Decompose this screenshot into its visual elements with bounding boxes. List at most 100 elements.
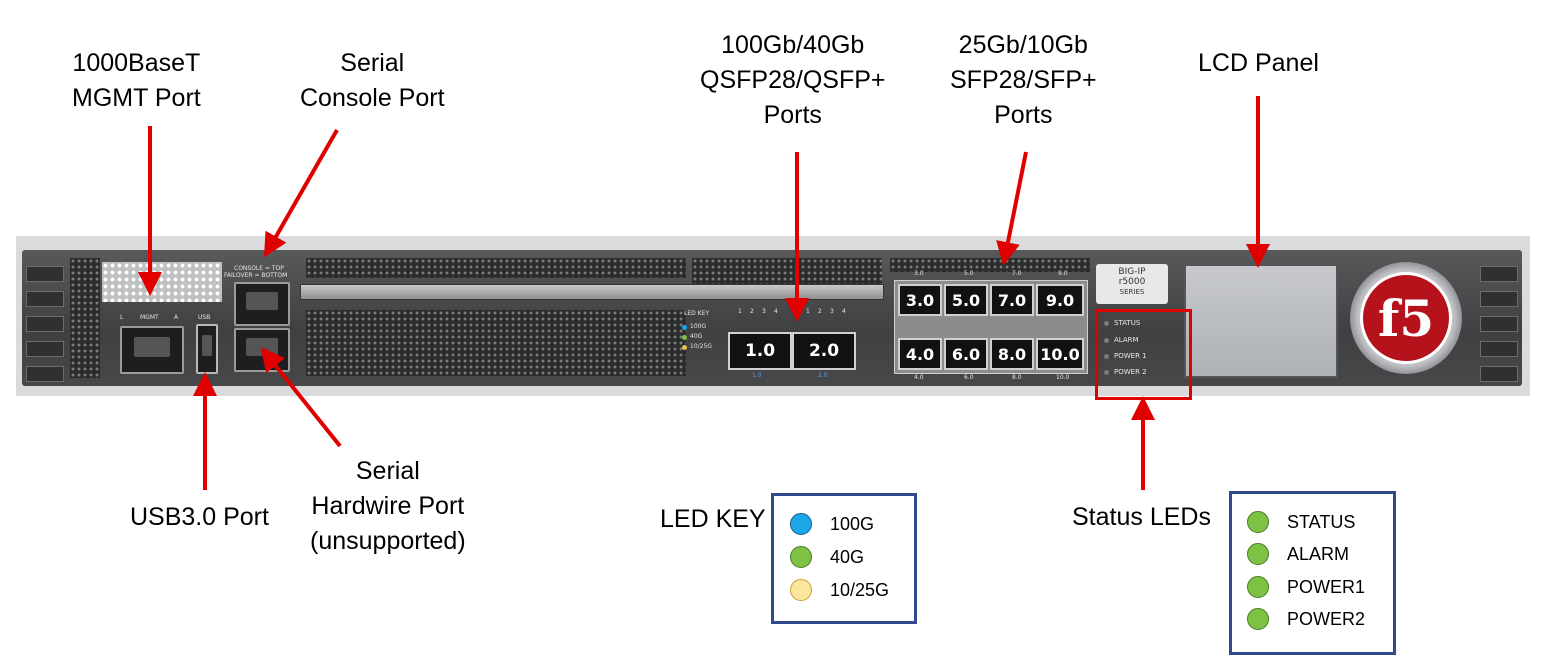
vent-grille	[306, 258, 686, 278]
callout-line: (unsupported)	[310, 527, 466, 555]
status-led-dot	[1247, 511, 1269, 533]
sfp-bottom-scale: 10.0	[1056, 374, 1070, 381]
led-1025g-dot	[790, 579, 812, 601]
mgmt-port[interactable]	[120, 326, 184, 374]
sfp-port-5[interactable]: 5.0	[944, 284, 988, 316]
sfp-port-8[interactable]: 8.0	[990, 338, 1034, 370]
callout-line: Console Port	[300, 84, 445, 112]
led-40g-dot	[790, 546, 812, 568]
front-panel: L MGMT A USB CONSOLE = TOP FAILOVER = BO…	[22, 250, 1522, 386]
f5-logo-text: f5	[1360, 272, 1452, 364]
led-key-label: 10/25G	[830, 579, 890, 600]
mgmt-l-label: L	[120, 314, 124, 321]
led-key-callout: LED KEY	[660, 505, 766, 533]
status-row: STATUS	[1247, 511, 1355, 533]
sfp-port-9[interactable]: 9.0	[1036, 284, 1084, 316]
callout-line: MGMT Port	[72, 84, 201, 112]
hardwire-port-callout: Serial Hardwire Port (unsupported)	[310, 454, 466, 559]
console-label: CONSOLE = TOP	[234, 265, 284, 272]
sfp-top-scale: 5.0	[964, 270, 974, 277]
callout-line: Serial	[340, 49, 405, 77]
qsfp-port-1[interactable]: 1.0	[728, 332, 792, 370]
callout-line: SFP28/SFP+	[950, 66, 1097, 94]
badge-line: SERIES	[1119, 288, 1145, 296]
sfp-bottom-scale: 6.0	[964, 374, 974, 381]
sfp-top-scale: 7.0	[1012, 270, 1022, 277]
vent-grille	[70, 258, 100, 378]
sfp-top-scale: 3.0	[914, 270, 924, 277]
qsfp-bottom-label: 1.0	[752, 372, 762, 379]
sfp-port-4[interactable]: 4.0	[898, 338, 942, 370]
device-alarm-label: ALARM	[1114, 336, 1139, 344]
usb-port-callout: USB3.0 Port	[130, 500, 269, 535]
qsfp-lane-number: 3	[762, 308, 766, 315]
device-status-label: STATUS	[1114, 319, 1141, 327]
sfp-ports-callout: 25Gb/10Gb SFP28/SFP+ Ports	[950, 28, 1097, 133]
left-rack-ear	[26, 266, 64, 386]
led-key-row-1025g: 10/25G	[790, 579, 889, 601]
callout-line: 25Gb/10Gb	[958, 31, 1088, 59]
console-port[interactable]	[234, 282, 290, 326]
device-power1-led	[1104, 354, 1109, 359]
console-port-callout: Serial Console Port	[300, 46, 445, 116]
right-rack-ear	[1480, 266, 1518, 386]
device-led-key-title: LED KEY	[684, 310, 710, 317]
qsfp-lane-number: 2	[818, 308, 822, 315]
model-badge: BIG-IP r5000 SERIES	[1096, 264, 1168, 304]
status-led-label: ALARM	[1287, 543, 1350, 564]
callout-line: USB3.0 Port	[130, 503, 269, 531]
status-led-label: POWER2	[1287, 608, 1366, 629]
arrow-sfp	[996, 151, 1028, 266]
qsfp-lane-number: 2	[750, 308, 754, 315]
sfp-port-10[interactable]: 10.0	[1036, 338, 1084, 370]
power2-row: POWER2	[1247, 608, 1365, 630]
badge-line: BIG-IP	[1118, 267, 1146, 277]
mgmt-label: MGMT	[140, 314, 159, 321]
device-led-40g	[682, 335, 687, 340]
sfp-top-scale: 9.0	[1058, 270, 1068, 277]
led-key-label: 40G	[830, 546, 865, 567]
badge-line: r5000	[1118, 277, 1146, 287]
device-led-1025g	[682, 345, 687, 350]
qsfp-port-2[interactable]: 2.0	[792, 332, 856, 370]
failover-label: FAILOVER = BOTTOM	[224, 272, 288, 279]
power1-led-dot	[1247, 576, 1269, 598]
led-100g-dot	[790, 513, 812, 535]
status-leds-callout: Status LEDs	[1072, 503, 1211, 531]
callout-line: 100Gb/40Gb	[721, 31, 865, 59]
sfp-port-6[interactable]: 6.0	[944, 338, 988, 370]
device-power2-led	[1104, 370, 1109, 375]
f5-logo: f5	[1350, 262, 1462, 374]
alarm-led-dot	[1247, 543, 1269, 565]
power2-led-dot	[1247, 608, 1269, 630]
callout-line: Hardwire Port	[311, 492, 465, 520]
callout-line: Ports	[763, 101, 822, 129]
sfp-port-7[interactable]: 7.0	[990, 284, 1034, 316]
qsfp-bottom-label: 2.0	[818, 372, 828, 379]
callout-line: Serial	[355, 457, 420, 485]
led-key-row-100g: 100G	[790, 513, 874, 535]
chassis-rail	[300, 284, 884, 300]
usb-port[interactable]	[196, 324, 218, 374]
power1-row: POWER1	[1247, 576, 1365, 598]
led-key-legend: 100G 40G 10/25G	[771, 493, 917, 624]
status-led-label: POWER1	[1287, 576, 1366, 597]
mgmt-a-label: A	[174, 314, 179, 321]
mgmt-port-callout: 1000BaseT MGMT Port	[72, 46, 201, 116]
sfp-port-3[interactable]: 3.0	[898, 284, 942, 316]
status-leds-legend: STATUS ALARM POWER1 POWER2	[1229, 491, 1396, 655]
device-status-led	[1104, 321, 1109, 326]
vent-grille	[102, 262, 222, 302]
device-chassis: L MGMT A USB CONSOLE = TOP FAILOVER = BO…	[16, 236, 1530, 396]
device-led-key-item: 100G	[690, 323, 707, 330]
vent-grille	[890, 258, 1090, 272]
vent-grille	[306, 310, 686, 376]
qsfp-ports-callout: 100Gb/40Gb QSFP28/QSFP+ Ports	[700, 28, 886, 133]
arrow-hardwire	[260, 346, 342, 448]
device-alarm-led	[1104, 338, 1109, 343]
device-led-key-item: 10/25G	[690, 343, 712, 350]
device-led-100g	[682, 325, 687, 330]
alarm-row: ALARM	[1247, 543, 1349, 565]
callout-line: LCD Panel	[1198, 49, 1319, 77]
